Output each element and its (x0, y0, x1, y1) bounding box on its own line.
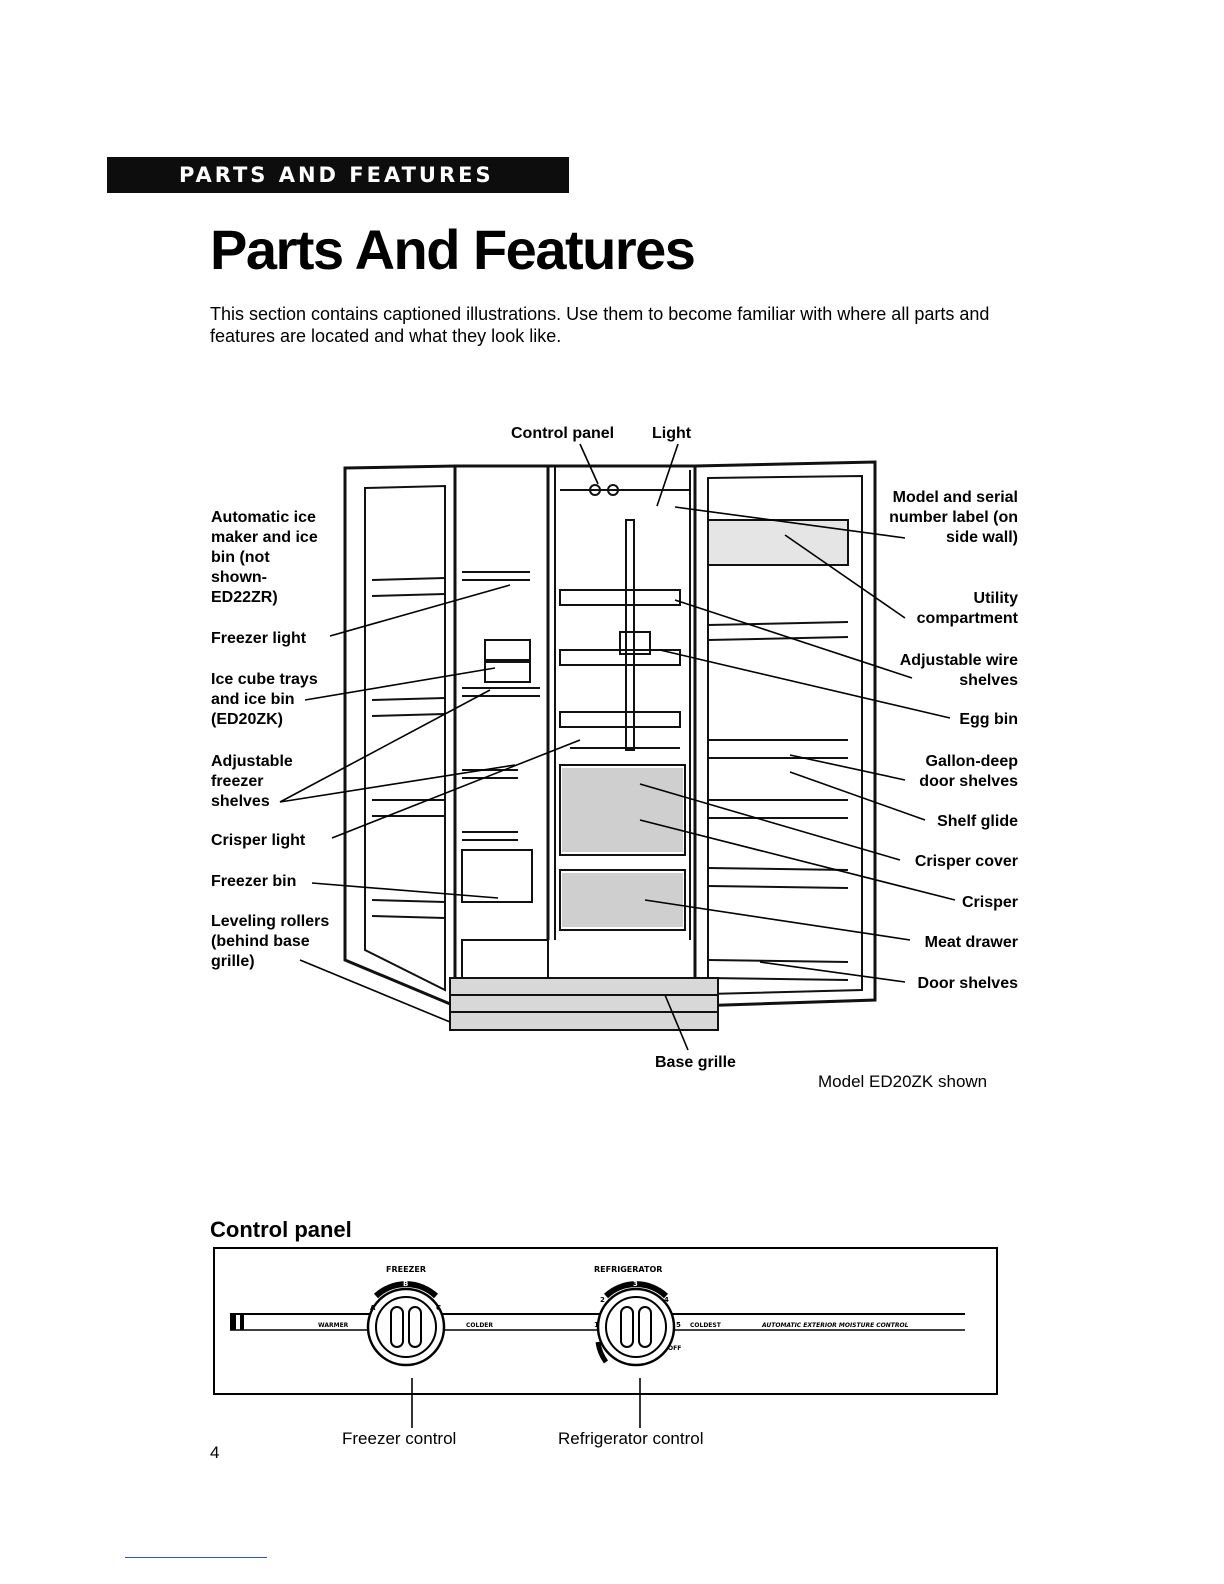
refrigerator-scale-1: 1 (594, 1321, 599, 1329)
label-adjustable-wire-shelves: Adjustable wire shelves (899, 652, 1018, 689)
label-ice-maker: Automatic ice maker and ice bin (not sho… (211, 509, 318, 606)
refrigerator-heading: REFRIGERATOR (594, 1265, 662, 1274)
label-adjustable-freezer-shelves: Adjustable freezer shelves (211, 753, 293, 810)
page-title: Parts And Features (210, 218, 696, 281)
label-ice-cube-trays: Ice cube trays and ice bin (ED20ZK) (211, 671, 318, 728)
label-egg-bin: Egg bin (959, 711, 1018, 728)
label-crisper-cover: Crisper cover (914, 853, 1018, 870)
label-freezer-light: Freezer light (211, 630, 307, 647)
label-model-serial: Model and serial number label (on side w… (889, 489, 1018, 546)
refrigerator-scale-4: 4 (664, 1296, 669, 1304)
refrigerator-scale-3: 3 (633, 1280, 638, 1288)
label-leveling-rollers: Leveling rollers (behind base grille) (211, 913, 330, 970)
colder-text: COLDER (466, 1322, 493, 1329)
refrigerator-scale-5: 5 (676, 1321, 681, 1329)
label-crisper-light: Crisper light (211, 832, 306, 849)
freezer-scale-a: A (370, 1304, 376, 1312)
label-light: Light (652, 425, 692, 442)
moisture-control-text: AUTOMATIC EXTERIOR MOISTURE CONTROL (761, 1322, 909, 1329)
freezer-scale-b: B (403, 1280, 408, 1288)
coldest-text: COLDEST (690, 1322, 722, 1329)
intro-paragraph: This section contains captioned illustra… (210, 304, 990, 346)
label-crisper: Crisper (961, 894, 1018, 911)
control-panel-title: Control panel (210, 1217, 352, 1242)
freezer-dial-icon (366, 1281, 446, 1367)
label-utility-compartment: Utility compartment (916, 590, 1018, 627)
label-freezer-bin: Freezer bin (211, 873, 297, 890)
section-banner: PARTS AND FEATURES (107, 157, 569, 193)
refrigerator-scale-2: 2 (600, 1296, 605, 1304)
refrigerator-dial-icon (595, 1281, 676, 1367)
page-number: 4 (210, 1443, 220, 1462)
label-meat-drawer: Meat drawer (924, 934, 1018, 951)
label-gallon-deep-shelves: Gallon-deep door shelves (919, 753, 1018, 790)
label-shelf-glide: Shelf glide (937, 813, 1018, 830)
footer-rule (125, 1557, 267, 1558)
freezer-control-label: Freezer control (342, 1429, 457, 1448)
model-caption: Model ED20ZK shown (818, 1072, 988, 1091)
label-door-shelves: Door shelves (917, 975, 1018, 992)
freezer-scale-c: C (436, 1304, 441, 1312)
off-text: OFF (668, 1345, 681, 1352)
freezer-heading: FREEZER (386, 1265, 426, 1274)
label-control-panel: Control panel (511, 425, 615, 442)
warmer-text: WARMER (318, 1322, 349, 1329)
refrigerator-control-label: Refrigerator control (558, 1429, 704, 1448)
label-base-grille: Base grille (655, 1054, 736, 1071)
